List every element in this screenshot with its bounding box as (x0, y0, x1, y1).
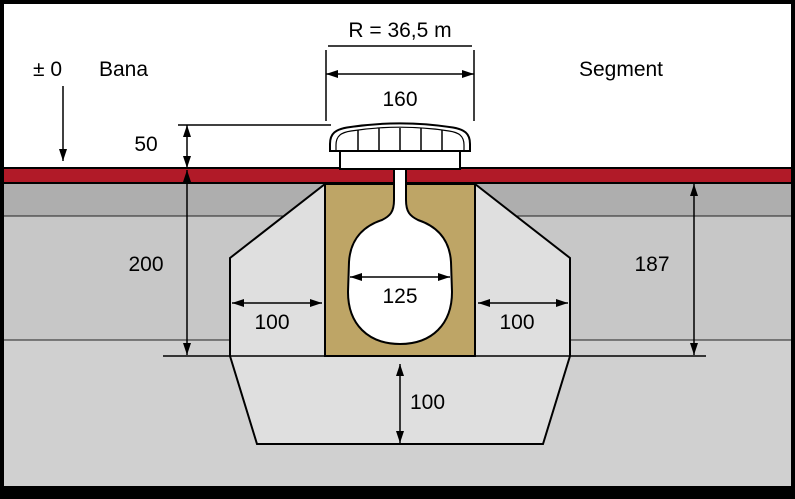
dim-label-depth-left: 200 (128, 253, 163, 276)
dim-label-base-depth: 100 (410, 391, 445, 414)
grate-slot-dividers (357, 128, 443, 150)
bottom-border-bar (2, 486, 793, 497)
dim-label-channel-width: 125 (382, 285, 417, 308)
radius-label: R = 36,5 m (348, 19, 451, 42)
dimension-lines (59, 45, 706, 443)
grate-inner-arc (335, 126, 465, 151)
dim-label-depth-right: 187 (634, 253, 669, 276)
grate-base-frame (339, 150, 461, 170)
segment-label: Segment (579, 58, 663, 81)
drain-channel-cavity (346, 151, 454, 346)
dim-label-side-left: 100 (254, 311, 289, 334)
dim-label-side-right: 100 (499, 311, 534, 334)
datum-label: ± 0 (33, 58, 62, 81)
dim-label-grate-width: 160 (382, 88, 417, 111)
dim-label-grate-height: 50 (134, 133, 157, 156)
track-label: Bana (99, 58, 148, 81)
